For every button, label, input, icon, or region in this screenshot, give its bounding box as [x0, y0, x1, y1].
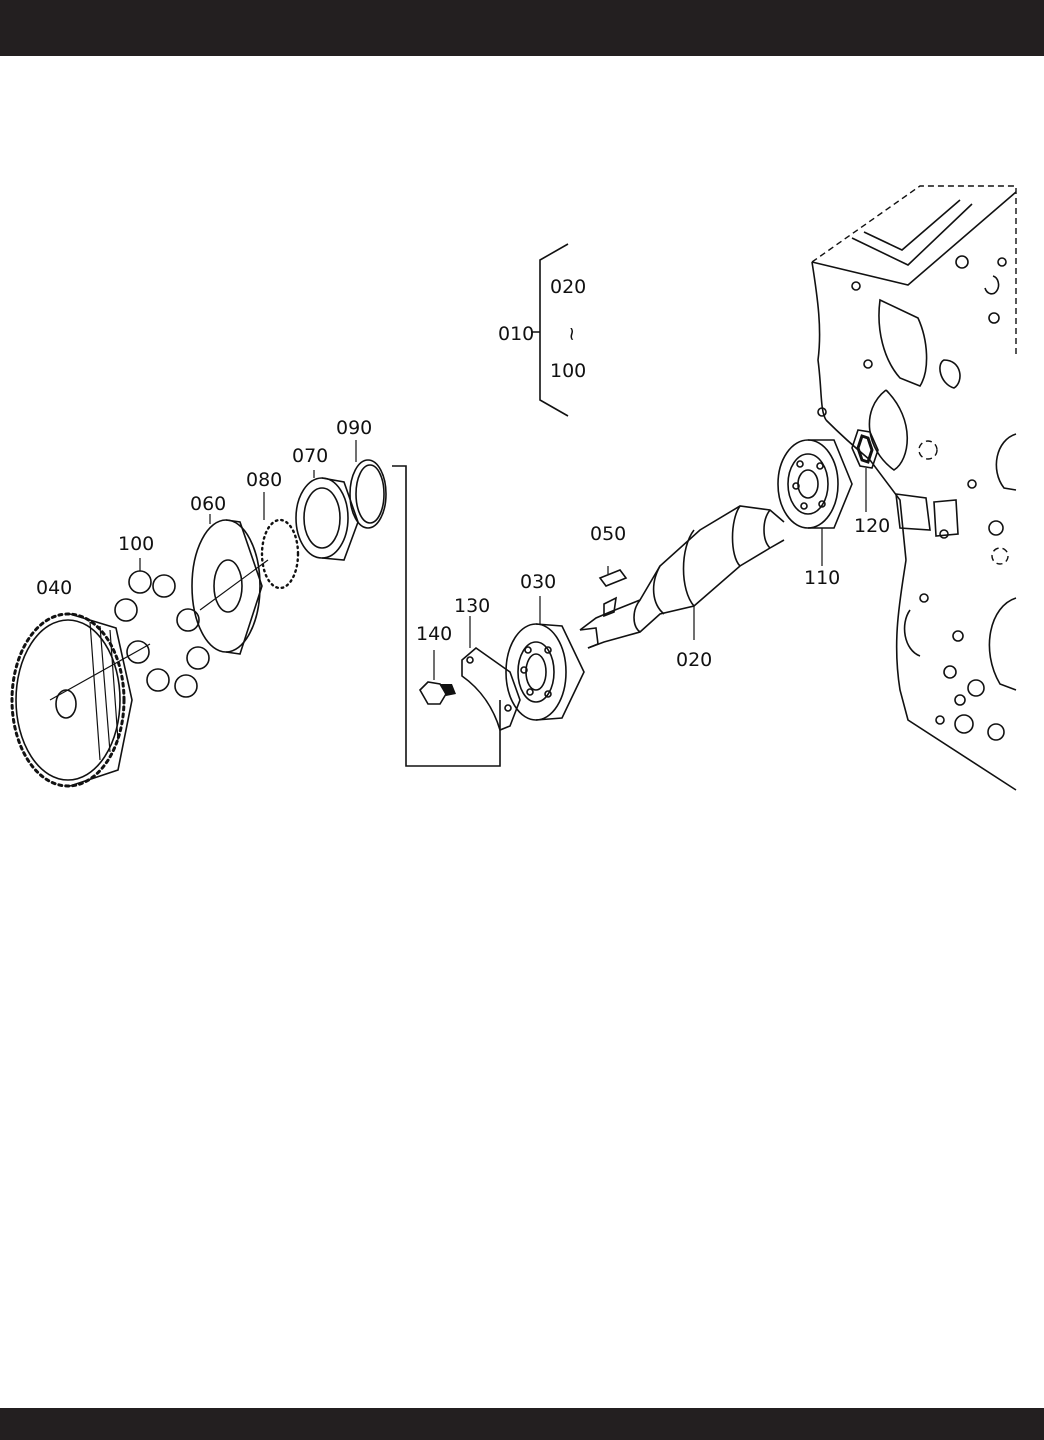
assembly-group-010: 010 020 ~ 100 [498, 243, 586, 417]
label-tilde: ~ [561, 326, 583, 342]
bottom-bar [0, 1408, 1044, 1440]
label-070: 070 [292, 445, 328, 467]
label-020: 020 [676, 649, 712, 671]
label-090: 090 [336, 417, 372, 439]
label-120: 120 [854, 515, 890, 537]
balls-100 [114, 558, 210, 698]
retainer-080 [260, 518, 300, 590]
assembly-bracket [392, 465, 501, 767]
bracket-130 [461, 616, 521, 732]
shaft-020 [579, 505, 785, 649]
label-100-group: 100 [550, 360, 586, 382]
label-010: 010 [498, 323, 534, 345]
nut-120 [851, 429, 879, 512]
label-020-group: 020 [550, 276, 586, 298]
label-060: 060 [190, 493, 226, 515]
label-100: 100 [118, 533, 154, 555]
top-bar [0, 0, 1044, 56]
label-080: 080 [246, 469, 282, 491]
label-050: 050 [590, 523, 626, 545]
label-140: 140 [416, 623, 452, 645]
bearing-070 [295, 470, 359, 561]
key-050 [598, 566, 628, 587]
label-030: 030 [520, 571, 556, 593]
gear-040 [10, 612, 151, 788]
label-130: 130 [454, 595, 490, 617]
label-040: 040 [36, 577, 72, 599]
washer-060 [191, 514, 269, 655]
engine-housing [811, 185, 1017, 791]
label-110: 110 [804, 567, 840, 589]
bearing-030 [505, 596, 585, 721]
oring-090 [349, 440, 387, 529]
bolt-140 [419, 650, 456, 705]
bearing-110 [777, 439, 853, 566]
